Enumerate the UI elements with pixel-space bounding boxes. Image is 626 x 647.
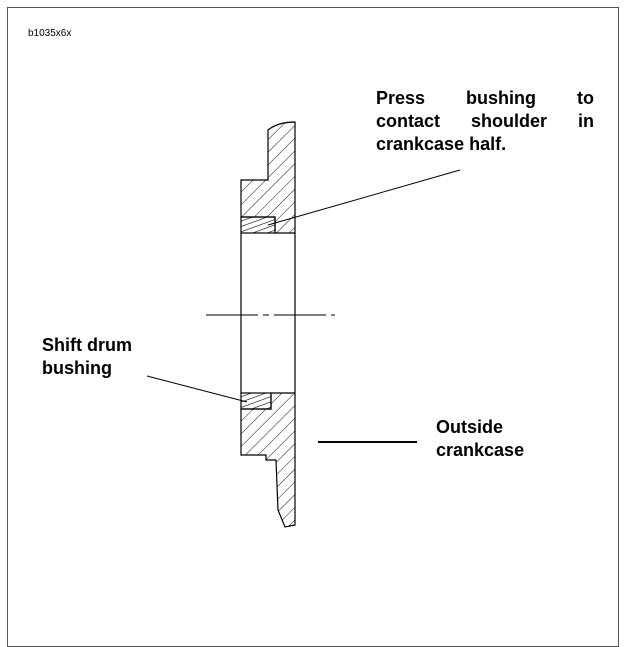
- label-line: Shift drum: [42, 335, 132, 355]
- label-line: crankcase: [436, 440, 525, 460]
- label-line: Outside: [436, 417, 504, 437]
- label-line: crankcase half.: [376, 134, 507, 154]
- label-line: Press bushing to: [376, 88, 594, 108]
- upper-bushing: [240, 216, 276, 234]
- leader-press-bushing: [267, 169, 461, 226]
- label-outside-crankcase: Outside crankcase: [436, 416, 524, 462]
- label-press-bushing: Press bushing to contact shoulder in cra…: [376, 87, 594, 156]
- figure-code: b1035x6x: [28, 28, 72, 39]
- leader-shift-drum-bushing: [146, 375, 248, 403]
- label-line: contact shoulder in: [376, 111, 594, 131]
- figure-frame: [7, 7, 619, 647]
- crankcase-upper-section: [240, 121, 296, 234]
- label-shift-drum-bushing: Shift drum bushing: [42, 334, 132, 380]
- label-line: bushing: [42, 358, 112, 378]
- crankcase-lower-section: [240, 392, 296, 528]
- lower-bushing: [240, 392, 272, 410]
